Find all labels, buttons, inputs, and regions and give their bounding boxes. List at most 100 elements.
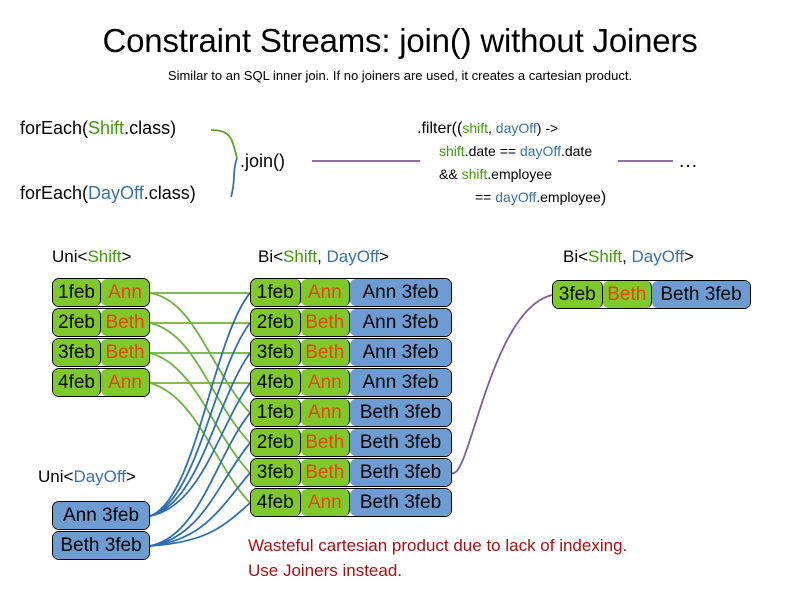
fact-cell-dayoff: Beth 3feb [350, 459, 451, 486]
fact-cell-dayoff: Beth 3feb [350, 489, 451, 516]
warning-line-1: Wasteful cartesian product due to lack o… [248, 536, 628, 555]
filter-l1-dayoff: dayOff [495, 120, 537, 136]
fact-cell-employee: Beth [101, 339, 149, 366]
fact-cell-date: 3feb [553, 281, 603, 308]
foreach-shift-type: Shift [88, 118, 125, 138]
foreach-dayoff-prefix: forEach( [20, 183, 89, 203]
filter-l1-shift: shift [462, 120, 489, 136]
pipeline-ellipsis: … [678, 150, 698, 172]
fact-cell-dayoff: Ann 3feb [350, 369, 451, 396]
filter-line-4: == dayOff.employee) [417, 186, 606, 209]
fact-cell-employee: Ann [300, 489, 351, 516]
filter-line-3: && shift.employee [417, 163, 606, 186]
page-title: Constraint Streams: join() without Joine… [102, 22, 698, 59]
bi-filtered-type-a: Shift [588, 247, 623, 266]
filter-l2-shift: shift [439, 143, 465, 159]
fact-cell-date: 1feb [53, 279, 102, 306]
shift-to-product-links [149, 292, 251, 504]
filter-l3-employee: .employee [487, 166, 552, 182]
fact-cell-date: 3feb [251, 339, 301, 366]
filter-l1-comma: , [488, 120, 496, 136]
filter-l3-and: && [439, 166, 462, 182]
fact-cell-date: 3feb [53, 339, 102, 366]
filter-l4-close: ) [600, 189, 607, 206]
bi-product-comma: , [317, 247, 327, 266]
foreach-dayoff-type: DayOff [88, 183, 144, 203]
fact-cell-dayoff: Ann 3feb [350, 309, 451, 336]
brace-shift [210, 129, 238, 159]
filter-line-1: .filter((shift, dayOff) -> [417, 117, 606, 140]
filter-l4-eq: == [475, 189, 496, 205]
filter-l3-shift: shift [461, 166, 488, 182]
fact-cell-employee: Beth [602, 281, 652, 308]
filter-l2-date: .date [560, 143, 593, 159]
filter-l1-arrow: ) -> [536, 120, 559, 136]
filter-l1-open: .filter(( [417, 120, 463, 137]
stream-header-bi-filtered: Bi<Shift, DayOff> [563, 247, 694, 267]
uni-dayoff-type: DayOff [73, 467, 127, 486]
fact-cell-employee: Ann [300, 369, 351, 396]
fact-cell-dayoff: Beth 3feb [53, 532, 149, 559]
fact-cell-date: 1feb [251, 279, 301, 306]
product-to-filtered-link [451, 294, 553, 474]
uni-shift-suffix: > [121, 247, 132, 266]
fact-cell-date: 4feb [251, 489, 301, 516]
uni-dayoff-prefix: Uni< [38, 467, 74, 486]
bi-product-suffix: > [379, 247, 390, 266]
code-foreach-shift: forEach(Shift.class) [20, 118, 176, 139]
warning-message: Wasteful cartesian product due to lack o… [248, 533, 627, 583]
fact-cell-employee: Beth [101, 309, 149, 336]
fact-cell-employee: Ann [101, 279, 149, 306]
fact-cell-employee: Beth [300, 339, 351, 366]
fact-cell-dayoff: Ann 3feb [53, 502, 149, 529]
uni-shift-type: Shift [87, 247, 122, 266]
fact-box[interactable]: Beth 3feb [52, 531, 150, 560]
fact-box[interactable]: Ann 3feb [52, 501, 150, 530]
fact-cell-date: 1feb [251, 399, 301, 426]
fact-cell-dayoff: Beth 3feb [652, 281, 750, 308]
fact-cell-employee: Ann [101, 369, 149, 396]
fact-cell-date: 4feb [53, 369, 102, 396]
fact-cell-employee: Ann [300, 399, 351, 426]
fact-cell-date: 2feb [251, 429, 301, 456]
bi-filtered-type-b: DayOff [631, 247, 685, 266]
bi-product-type-b: DayOff [326, 247, 380, 266]
code-filter: .filter((shift, dayOff) -> shift.date ==… [417, 117, 606, 209]
filter-l4-dayoff: dayOff [495, 189, 537, 205]
fact-cell-dayoff: Ann 3feb [350, 339, 451, 366]
code-join: .join() [240, 151, 286, 171]
bi-filtered-comma: , [622, 247, 632, 266]
foreach-shift-suffix: .class) [124, 118, 177, 138]
bi-product-type-a: Shift [283, 247, 318, 266]
dayoff-to-product-links [149, 292, 251, 547]
fact-cell-employee: Ann [300, 279, 351, 306]
fact-cell-employee: Beth [300, 459, 351, 486]
fact-cell-employee: Beth [300, 429, 351, 456]
bi-product-prefix: Bi< [258, 247, 284, 266]
fact-cell-dayoff: Beth 3feb [350, 429, 451, 456]
stream-header-uni-dayoff: Uni<DayOff> [38, 467, 136, 487]
filter-l4-employee: .employee [536, 189, 601, 205]
uni-dayoff-suffix: > [126, 467, 136, 486]
stream-header-bi-product: Bi<Shift, DayOff> [258, 247, 389, 267]
bi-filtered-suffix: > [684, 247, 695, 266]
filter-l2-eq: .date == [464, 143, 520, 159]
fact-cell-date: 4feb [251, 369, 301, 396]
code-foreach-dayoff: forEach(DayOff.class) [20, 183, 196, 204]
bi-filtered-prefix: Bi< [563, 247, 589, 266]
fact-cell-date: 2feb [53, 309, 102, 336]
